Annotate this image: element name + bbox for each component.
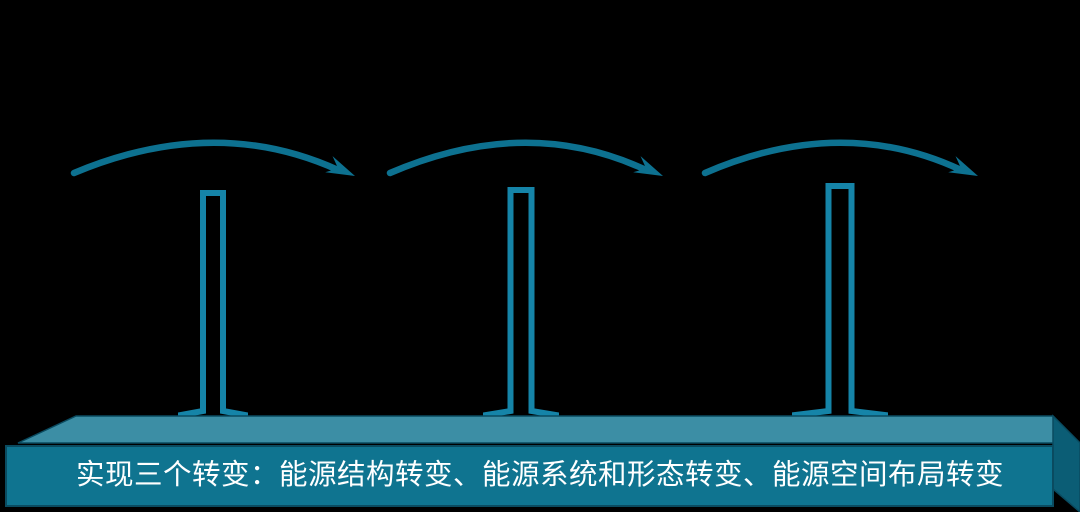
column-1 bbox=[178, 190, 248, 418]
banner-front-face bbox=[5, 445, 1054, 507]
arrow-group bbox=[70, 139, 978, 177]
column-2 bbox=[483, 187, 559, 418]
column-group bbox=[178, 183, 888, 418]
arrow-1 bbox=[70, 139, 355, 177]
platform-top-face bbox=[17, 415, 1080, 444]
column-3 bbox=[792, 183, 888, 418]
arrow-2 bbox=[386, 139, 663, 177]
platform bbox=[5, 414, 1080, 512]
arrow-3 bbox=[701, 139, 978, 177]
